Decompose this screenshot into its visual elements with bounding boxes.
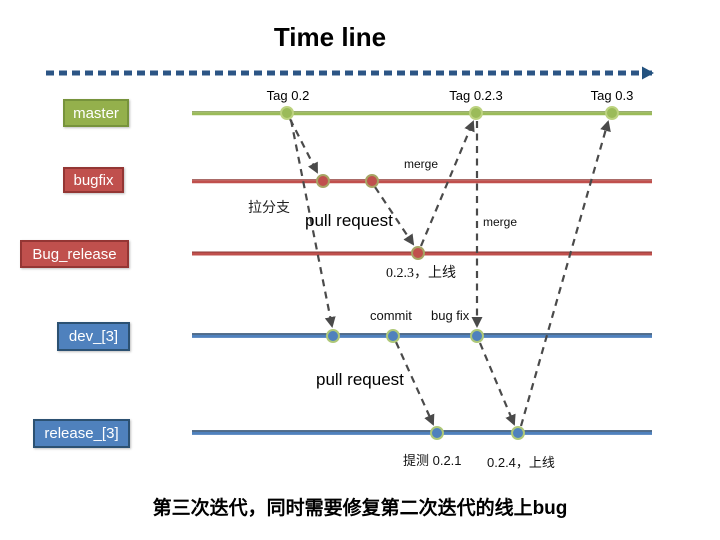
release-021-dot: [430, 426, 444, 440]
master-tag03-dot: [605, 106, 619, 120]
master-tag02-dot: [280, 106, 294, 120]
branch-label-bugfix-text: bugfix: [73, 171, 114, 189]
branch-label-bug-release-text: Bug_release: [32, 245, 117, 263]
arrow-release-to-master-tag03: [519, 120, 611, 427]
branch-label-dev: dev_[3]: [57, 322, 130, 351]
branch-label-release: release_[3]: [33, 419, 130, 448]
pull-request-bottom-annotation: pull request: [316, 370, 404, 389]
branch-label-release-text: release_[3]: [44, 425, 119, 442]
dev-bugfix-dot: [470, 329, 484, 343]
commit-annotation: commit: [370, 308, 412, 323]
arrow-master-to-dev: [289, 119, 336, 328]
dev-commit-dot: [386, 329, 400, 343]
dev-branch-dot: [326, 329, 340, 343]
tag-0-3-label: Tag 0.3: [590, 88, 634, 103]
bug-fix-annotation: bug fix: [431, 308, 470, 323]
arrow-bugfix-to-release: [478, 342, 516, 426]
pull-request-top-annotation: pull request: [305, 211, 393, 230]
bugfix-branch-dot: [316, 174, 330, 188]
tag-0-2-label: Tag 0.2: [266, 88, 310, 103]
bug-release-note: 0.2.3，上线: [386, 266, 456, 281]
branch-label-master: master: [63, 99, 129, 127]
branch-label-dev-text: dev_[3]: [68, 328, 119, 345]
bugfix-commit-dot: [365, 174, 379, 188]
arrow-pull-request-dev: [394, 341, 435, 426]
arrow-merge-to-master: [419, 120, 475, 247]
merge-top-annotation: merge: [404, 157, 439, 171]
master-tag023-dot: [469, 106, 483, 120]
diagram-caption: 第三次迭代，同时需要修复第二次迭代的线上bug: [152, 498, 568, 519]
branch-label-bug-release: Bug_release: [20, 240, 129, 268]
branch-label-bugfix: bugfix: [63, 167, 124, 193]
release-test-note: 提测 0.2.1: [403, 453, 462, 468]
pull-branch-annotation: 拉分支: [248, 201, 290, 216]
page-title: Time line: [273, 22, 387, 52]
arrow-pull-branch: [289, 118, 318, 174]
release-024-dot: [511, 426, 525, 440]
release-online-note: 0.2.4，上线: [487, 455, 555, 470]
merge-mid-annotation: merge: [483, 215, 518, 229]
branch-label-master-text: master: [73, 104, 119, 122]
tag-0-2-3-label: Tag 0.2.3: [449, 88, 503, 103]
bug-release-dot: [411, 246, 425, 260]
